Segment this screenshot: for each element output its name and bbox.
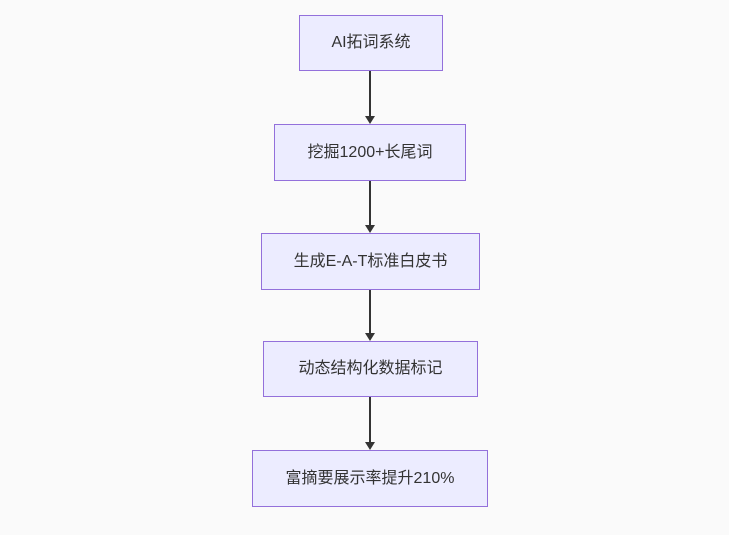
arrow-line [369, 290, 371, 335]
flow-node-structured-data-markup: 动态结构化数据标记 [263, 341, 478, 397]
node-label: 生成E-A-T标准白皮书 [293, 252, 448, 270]
node-label: 富摘要展示率提升210% [285, 469, 455, 487]
arrow-line [369, 181, 371, 227]
flow-node-rich-snippet-result: 富摘要展示率提升210% [252, 450, 488, 507]
arrow-head-icon [365, 116, 375, 124]
flow-node-longtail-mining: 挖掘1200+长尾词 [274, 124, 466, 181]
flow-arrow-1 [364, 71, 376, 124]
flow-node-eat-whitepaper: 生成E-A-T标准白皮书 [261, 233, 480, 290]
flow-arrow-2 [364, 181, 376, 233]
flow-node-ai-word-expansion: AI拓词系统 [299, 15, 443, 71]
node-label: 动态结构化数据标记 [298, 360, 443, 377]
flow-arrow-4 [364, 397, 376, 450]
arrow-head-icon [365, 442, 375, 450]
node-label: AI拓词系统 [331, 34, 411, 51]
arrow-head-icon [365, 225, 375, 233]
flow-arrow-3 [364, 290, 376, 341]
arrow-line [369, 397, 371, 444]
node-label: 挖掘1200+长尾词 [307, 143, 433, 161]
arrow-head-icon [365, 333, 375, 341]
arrow-line [369, 71, 371, 118]
